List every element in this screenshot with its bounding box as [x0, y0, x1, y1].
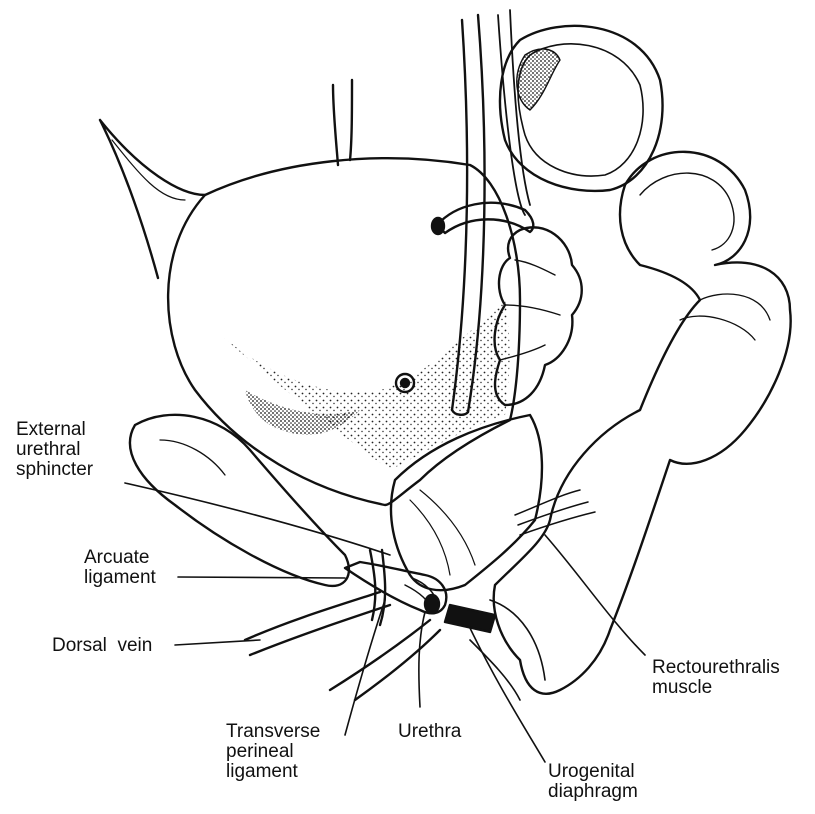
colon-lumen	[517, 49, 560, 110]
leader-external-urethral-sphincter	[125, 483, 390, 555]
urachus	[333, 80, 352, 165]
label-external-urethral-sphincter: External urethral sphincter	[16, 420, 93, 480]
label-arcuate-ligament: Arcuate ligament	[84, 548, 156, 588]
label-rectourethralis-muscle: Rectourethralis muscle	[652, 658, 780, 698]
umbilical-cord-left	[100, 120, 205, 278]
label-transverse-perineal-ligament: Transverse perineal ligament	[226, 722, 320, 782]
colon-upper-ring	[500, 26, 663, 191]
label-urogenital-diaphragm: Urogenital diaphragm	[548, 762, 638, 802]
leader-dorsal-vein	[175, 640, 260, 645]
leader-arcuate-ligament	[178, 577, 345, 578]
label-urethra: Urethra	[398, 722, 461, 742]
label-dorsal-vein: Dorsal vein	[52, 636, 152, 656]
leader-rectourethralis-muscle	[545, 535, 645, 655]
leader-urethra	[419, 612, 425, 707]
dorsal-vein	[245, 592, 390, 655]
leader-urogenital-diaphragm	[470, 628, 545, 762]
rectum	[494, 152, 791, 694]
